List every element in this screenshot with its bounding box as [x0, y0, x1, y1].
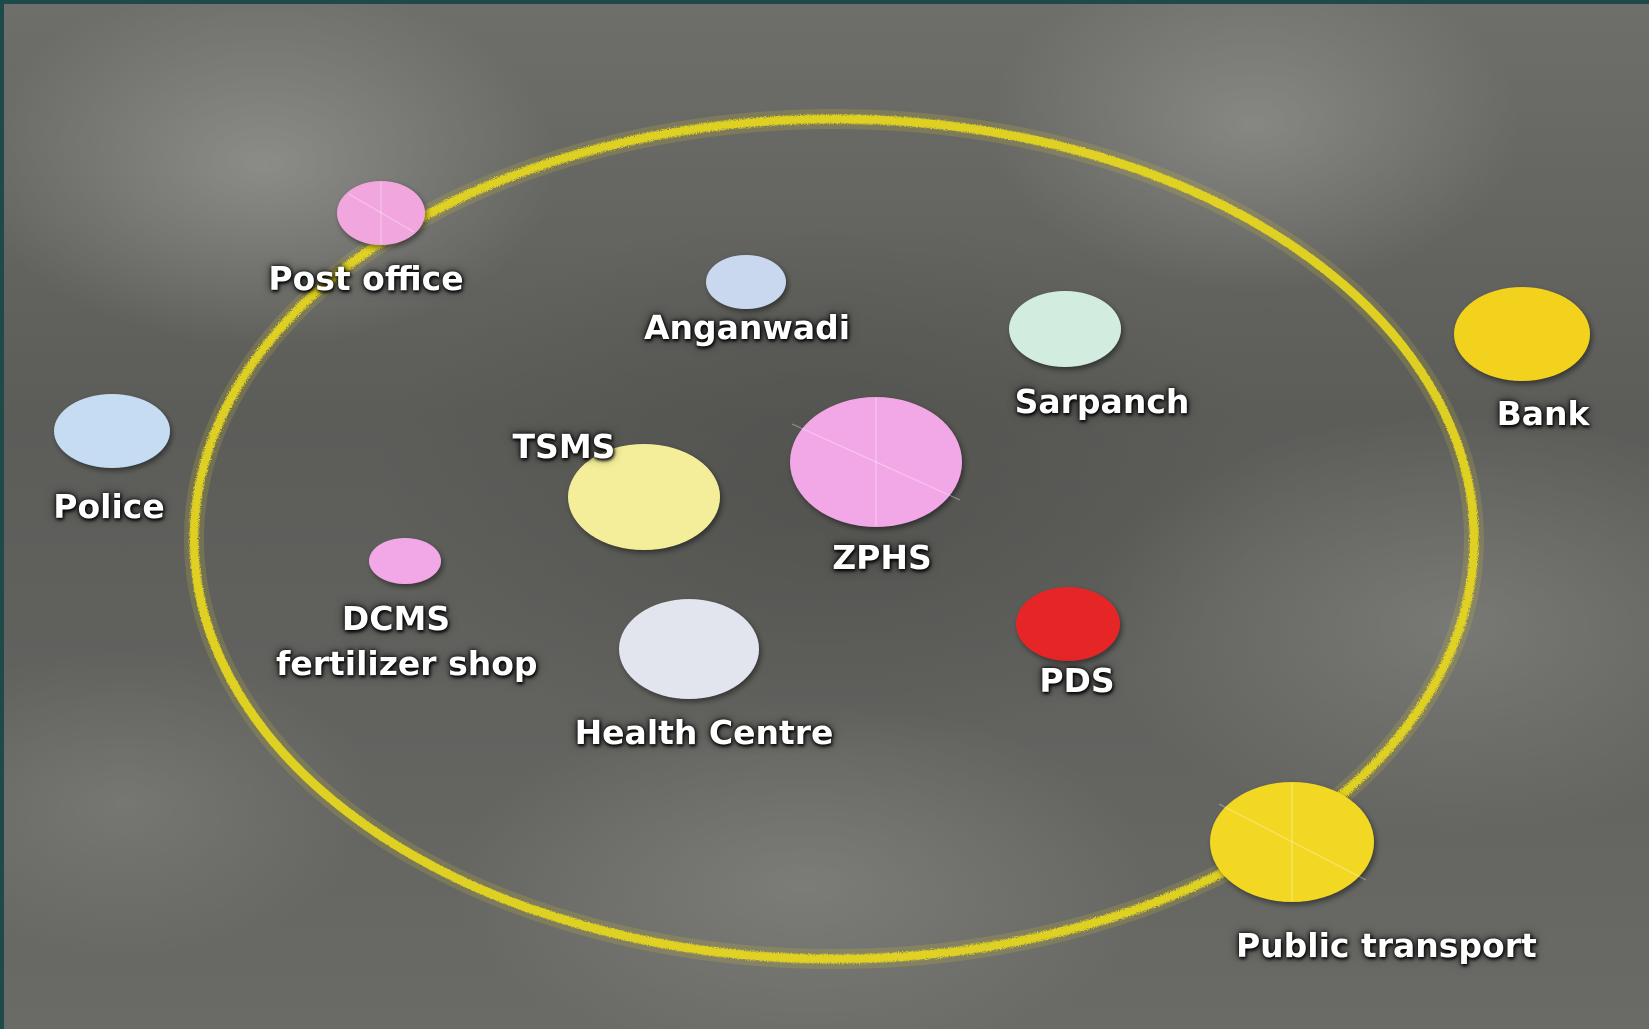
- disc-zphs: [790, 397, 962, 527]
- label-bank: Bank: [1496, 394, 1590, 433]
- disc-dcms: [369, 538, 441, 584]
- disc-anganwadi: [706, 255, 786, 309]
- label-dcms: DCMS: [341, 599, 451, 638]
- disc-police: [54, 394, 170, 468]
- disc-bank: [1454, 287, 1590, 381]
- yellow-boundary-circle-haze: [184, 109, 1484, 969]
- label-anganwadi: Anganwadi: [643, 308, 851, 347]
- label-zphs: ZPHS: [832, 538, 932, 577]
- disc-pds: [1016, 587, 1120, 661]
- label-pds: PDS: [1039, 661, 1115, 700]
- label-post-office: Post office: [268, 259, 464, 298]
- label-health-centre: Health Centre: [574, 713, 834, 752]
- label-public-transport: Public transport: [1236, 926, 1537, 965]
- disc-sarpanch: [1009, 291, 1121, 367]
- disc-health-centre: [619, 599, 759, 699]
- label-tsms: TSMS: [512, 427, 616, 466]
- disc-public-transport: [1210, 782, 1374, 902]
- disc-post-office: [337, 181, 425, 245]
- yellow-boundary-circle: [189, 114, 1479, 964]
- label-sarpanch: Sarpanch: [1014, 382, 1190, 421]
- label-police: Police: [53, 487, 165, 526]
- label-fertilizer-shop: fertilizer shop: [276, 644, 538, 683]
- venn-diagram-scene: [54, 109, 1590, 969]
- disc-tsms: [568, 444, 720, 550]
